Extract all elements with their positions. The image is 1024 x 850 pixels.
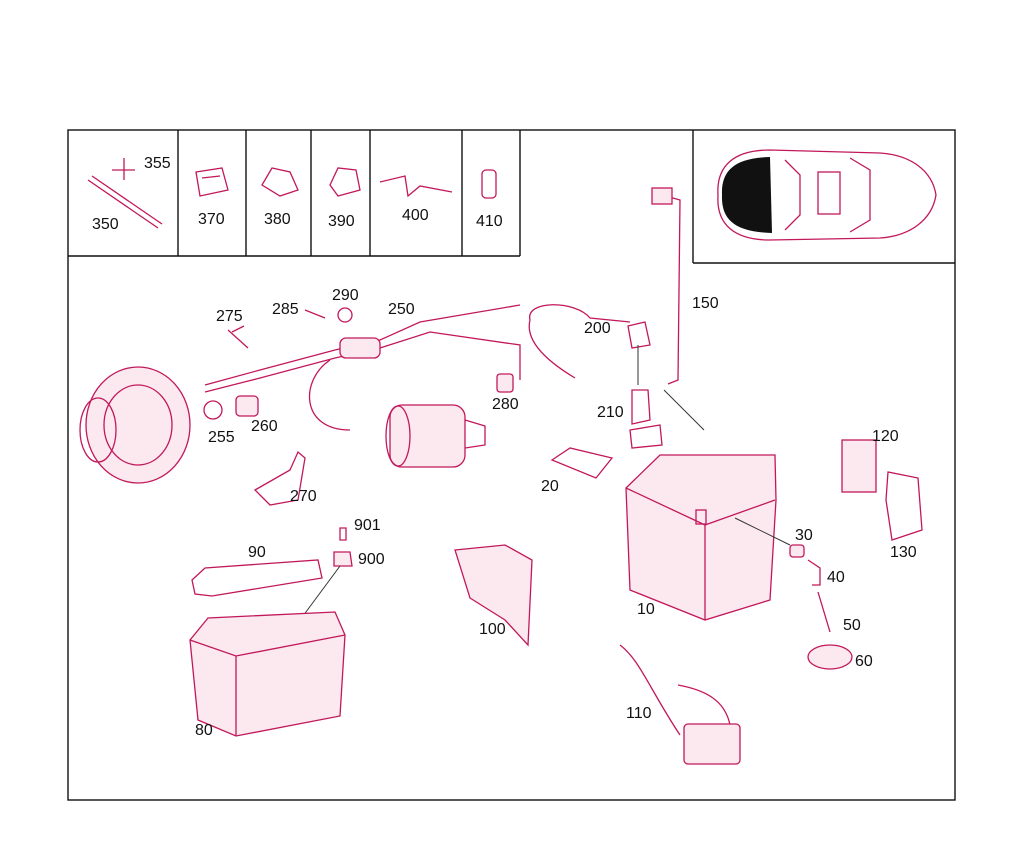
label-80: 80 <box>195 722 213 739</box>
bolt-285-icon <box>304 309 326 319</box>
label-370: 370 <box>198 211 225 228</box>
screw-cable-icon <box>87 158 163 229</box>
label-210: 210 <box>597 404 624 421</box>
leader-30 <box>734 517 791 546</box>
plug-30-icon <box>789 544 805 558</box>
label-260: 260 <box>251 418 278 435</box>
fusebox-100-icon <box>454 544 533 647</box>
diagram-frame <box>67 129 956 801</box>
leader-150-battery <box>663 389 705 431</box>
hose-50-icon <box>817 591 831 633</box>
label-60: 60 <box>855 653 873 670</box>
label-380: 380 <box>264 211 291 228</box>
nut-255-icon <box>203 400 223 420</box>
car-outline-icon <box>717 149 937 241</box>
washer-290-icon <box>337 307 353 323</box>
cover-20-icon <box>550 447 614 479</box>
label-120: 120 <box>872 428 899 445</box>
battery-cable-150 <box>651 187 681 385</box>
fuse-901-icon <box>339 527 347 541</box>
label-900: 900 <box>358 551 385 568</box>
nut-410-icon <box>481 169 497 199</box>
label-110: 110 <box>626 705 652 722</box>
cable-harness <box>204 304 631 431</box>
label-50: 50 <box>843 617 861 634</box>
battery-icon <box>625 454 777 621</box>
starter-icon <box>385 404 486 468</box>
label-255: 255 <box>208 429 235 446</box>
label-10: 10 <box>637 601 655 618</box>
label-901: 901 <box>354 517 381 534</box>
alternator-icon <box>79 366 191 484</box>
label-270: 270 <box>290 488 317 505</box>
sensor-110-icon <box>619 644 741 765</box>
fuse-900-icon <box>333 551 353 567</box>
clip-370-icon <box>195 167 229 197</box>
clip-210-icon <box>629 389 663 449</box>
fusebox-80-icon <box>189 611 346 737</box>
bracket-270-icon <box>253 450 306 506</box>
label-275: 275 <box>216 308 243 325</box>
label-40: 40 <box>827 569 845 586</box>
label-280: 280 <box>492 396 519 413</box>
bolt-275-icon <box>227 325 249 349</box>
cap-260-icon <box>235 395 259 417</box>
label-285: 285 <box>272 301 299 318</box>
bracket-400-icon <box>379 175 453 198</box>
grommet-60-icon <box>807 644 853 670</box>
label-400: 400 <box>402 207 429 224</box>
label-350: 350 <box>92 216 119 233</box>
label-130: 130 <box>890 544 917 561</box>
clip-380-icon <box>261 167 299 197</box>
relay-120-icon <box>841 439 877 493</box>
label-150: 150 <box>692 295 719 312</box>
label-20: 20 <box>541 478 559 495</box>
label-30: 30 <box>795 527 813 544</box>
clamp-200-icon <box>627 321 651 349</box>
top-parts-strip <box>68 130 521 257</box>
top-row-labels: 355 350 370 380 390 400 410 <box>92 155 503 233</box>
car-locator-box <box>692 130 955 264</box>
label-100: 100 <box>479 621 506 638</box>
bracket-130-icon <box>885 471 923 541</box>
elbow-40-icon <box>807 559 821 586</box>
label-355: 355 <box>144 155 171 172</box>
part-labels: 275 285 290 250 200 150 255 260 280 210 … <box>195 287 917 739</box>
label-290: 290 <box>332 287 359 304</box>
label-390: 390 <box>328 213 355 230</box>
cover-90-icon <box>191 559 323 597</box>
engine-bay-highlight <box>721 157 772 233</box>
clip-390-icon <box>329 167 361 197</box>
label-410: 410 <box>476 213 503 230</box>
nut-280-icon <box>496 373 514 393</box>
label-200: 200 <box>584 320 611 337</box>
label-250: 250 <box>388 301 415 318</box>
leader-900 <box>299 565 341 621</box>
label-90: 90 <box>248 544 266 561</box>
